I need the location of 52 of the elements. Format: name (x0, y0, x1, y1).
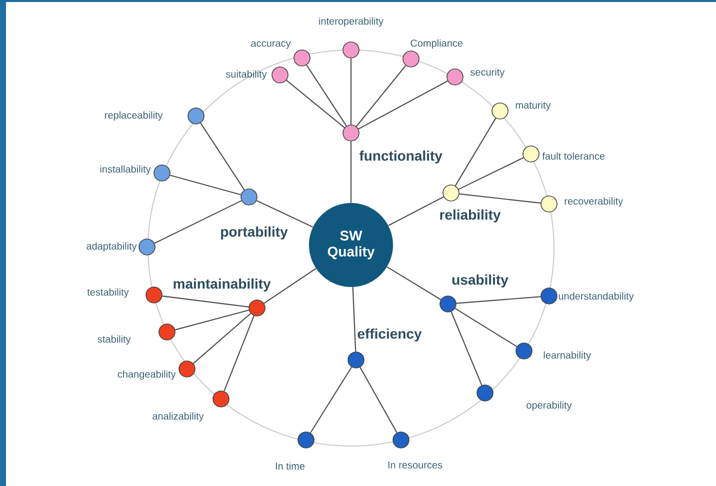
connector-line (388, 196, 444, 226)
attribute-label: interoperability (319, 17, 384, 27)
connector-line (450, 312, 482, 386)
connector-line (456, 296, 541, 304)
connector-line (310, 366, 352, 434)
attribute-label: changeability (118, 370, 176, 380)
connector-line (162, 296, 249, 308)
category-label: portability (221, 226, 288, 240)
attribute-label: suitability (226, 70, 267, 80)
attribute-label: analizability (152, 412, 204, 422)
attribute-label: security (470, 68, 505, 78)
attribute-label: operability (526, 401, 572, 411)
connector-line (454, 308, 518, 348)
attribute-label: testability (87, 288, 129, 298)
category-label: efficiency (358, 328, 422, 342)
connector-line (170, 174, 242, 196)
connector-line (200, 122, 245, 190)
connector-line (386, 266, 442, 300)
connector-line (352, 287, 356, 352)
connector-line (350, 58, 352, 125)
connector-line (286, 80, 345, 128)
connector-line (459, 193, 541, 204)
connector-line (454, 118, 496, 186)
connector-line (174, 310, 250, 330)
attribute-label: recoverability (564, 197, 624, 207)
attribute-label: In resources (388, 462, 442, 468)
category-label: usability (452, 274, 508, 288)
connector-line (256, 200, 314, 228)
connector-line (192, 313, 252, 364)
attribute-label: In time (276, 462, 305, 470)
attribute-label: replaceability (105, 111, 163, 121)
connector-line (154, 200, 242, 244)
connector-line (306, 64, 347, 126)
attribute-label: installability (100, 165, 151, 175)
connector-line (358, 80, 448, 130)
category-label: reliability (440, 209, 501, 223)
attribute-label: stability (98, 335, 131, 345)
connector-line (356, 65, 406, 127)
connector-line (360, 367, 398, 433)
connector-line (458, 157, 524, 190)
attribute-label: learnability (544, 351, 591, 361)
attribute-label: adaptability (86, 242, 137, 252)
attribute-label: maturity (516, 101, 551, 111)
connector-line (224, 316, 254, 392)
attribute-label: Compliance (410, 39, 463, 49)
attribute-label: understandability (558, 292, 634, 302)
attribute-label: accuracy (251, 41, 291, 49)
category-label: functionality (359, 150, 442, 164)
category-label: maintainability (174, 278, 271, 292)
connector-line (264, 268, 316, 304)
attribute-label: fault tolerance (542, 152, 605, 160)
connector-line (350, 141, 352, 203)
